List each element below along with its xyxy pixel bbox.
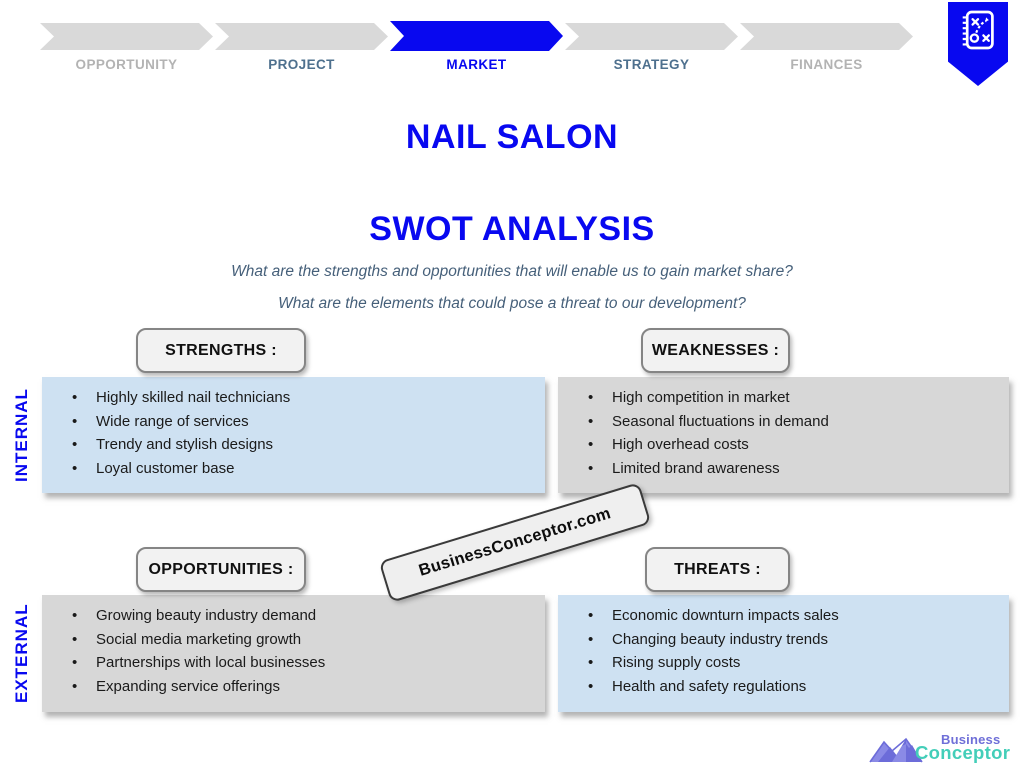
list-item: Rising supply costs bbox=[558, 651, 1003, 675]
strengths-list: Highly skilled nail technicians Wide ran… bbox=[42, 377, 545, 480]
list-item: Health and safety regulations bbox=[558, 675, 1003, 699]
internal-row-label: INTERNAL bbox=[12, 388, 31, 482]
strengths-panel: Highly skilled nail technicians Wide ran… bbox=[42, 377, 545, 493]
list-item: Limited brand awareness bbox=[558, 457, 1003, 481]
nav-step-label: FINANCES bbox=[790, 57, 863, 72]
external-row-label: EXTERNAL bbox=[12, 603, 31, 704]
logo-text-business: Business bbox=[941, 732, 1001, 747]
page-title: NAIL SALON bbox=[405, 118, 619, 156]
list-item: Loyal customer base bbox=[42, 457, 539, 481]
list-item: Growing beauty industry demand bbox=[42, 604, 539, 628]
guiding-question-2: What are the elements that could pose a … bbox=[278, 295, 746, 312]
bookmark-ribbon bbox=[948, 2, 1008, 86]
list-item: Expanding service offerings bbox=[42, 675, 539, 699]
list-item: Changing beauty industry trends bbox=[558, 628, 1003, 652]
list-item: Highly skilled nail technicians bbox=[42, 386, 539, 410]
nav-step-label: PROJECT bbox=[268, 57, 335, 72]
weaknesses-list: High competition in market Seasonal fluc… bbox=[558, 377, 1009, 480]
weaknesses-panel: High competition in market Seasonal fluc… bbox=[558, 377, 1009, 493]
guiding-question-1: What are the strengths and opportunities… bbox=[231, 263, 793, 280]
chevron-shape bbox=[215, 23, 388, 50]
chevron-shape bbox=[40, 23, 213, 50]
opportunities-list: Growing beauty industry demand Social me… bbox=[42, 595, 545, 698]
nav-step-label: STRATEGY bbox=[613, 57, 690, 72]
opportunities-header: OPPORTUNITIES : bbox=[136, 547, 306, 592]
chevron-shape bbox=[565, 23, 738, 50]
list-item: Economic downturn impacts sales bbox=[558, 604, 1003, 628]
list-item: High overhead costs bbox=[558, 433, 1003, 457]
threats-list: Economic downturn impacts sales Changing… bbox=[558, 595, 1009, 698]
threats-panel: Economic downturn impacts sales Changing… bbox=[558, 595, 1009, 712]
opportunities-panel: Growing beauty industry demand Social me… bbox=[42, 595, 545, 712]
weaknesses-header: WEAKNESSES : bbox=[641, 328, 790, 373]
threats-header: THREATS : bbox=[645, 547, 790, 592]
list-item: Partnerships with local businesses bbox=[42, 651, 539, 675]
logo-text-conceptor: Conceptor bbox=[915, 742, 1011, 763]
list-item: Seasonal fluctuations in demand bbox=[558, 410, 1003, 434]
brand-logo: Business Conceptor bbox=[868, 732, 1016, 766]
nav-step-label: MARKET bbox=[446, 57, 507, 72]
list-item: Social media marketing growth bbox=[42, 628, 539, 652]
chevron-shape bbox=[740, 23, 913, 50]
nav-step-opportunity[interactable]: OPPORTUNITY bbox=[40, 21, 213, 75]
nav-step-project[interactable]: PROJECT bbox=[215, 21, 388, 75]
page-subtitle: SWOT ANALYSIS bbox=[369, 210, 655, 248]
nav-step-finances[interactable]: FINANCES bbox=[740, 21, 913, 75]
nav-step-label: OPPORTUNITY bbox=[75, 57, 178, 72]
watermark-badge: BusinessConceptor.com bbox=[378, 482, 652, 603]
chevron-shape bbox=[390, 21, 563, 51]
list-item: Trendy and stylish designs bbox=[42, 433, 539, 457]
strategy-board-icon bbox=[948, 9, 1008, 51]
list-item: High competition in market bbox=[558, 386, 1003, 410]
list-item: Wide range of services bbox=[42, 410, 539, 434]
nav-step-strategy[interactable]: STRATEGY bbox=[565, 21, 738, 75]
strengths-header: STRENGTHS : bbox=[136, 328, 306, 373]
nav-step-market[interactable]: MARKET bbox=[390, 21, 563, 75]
